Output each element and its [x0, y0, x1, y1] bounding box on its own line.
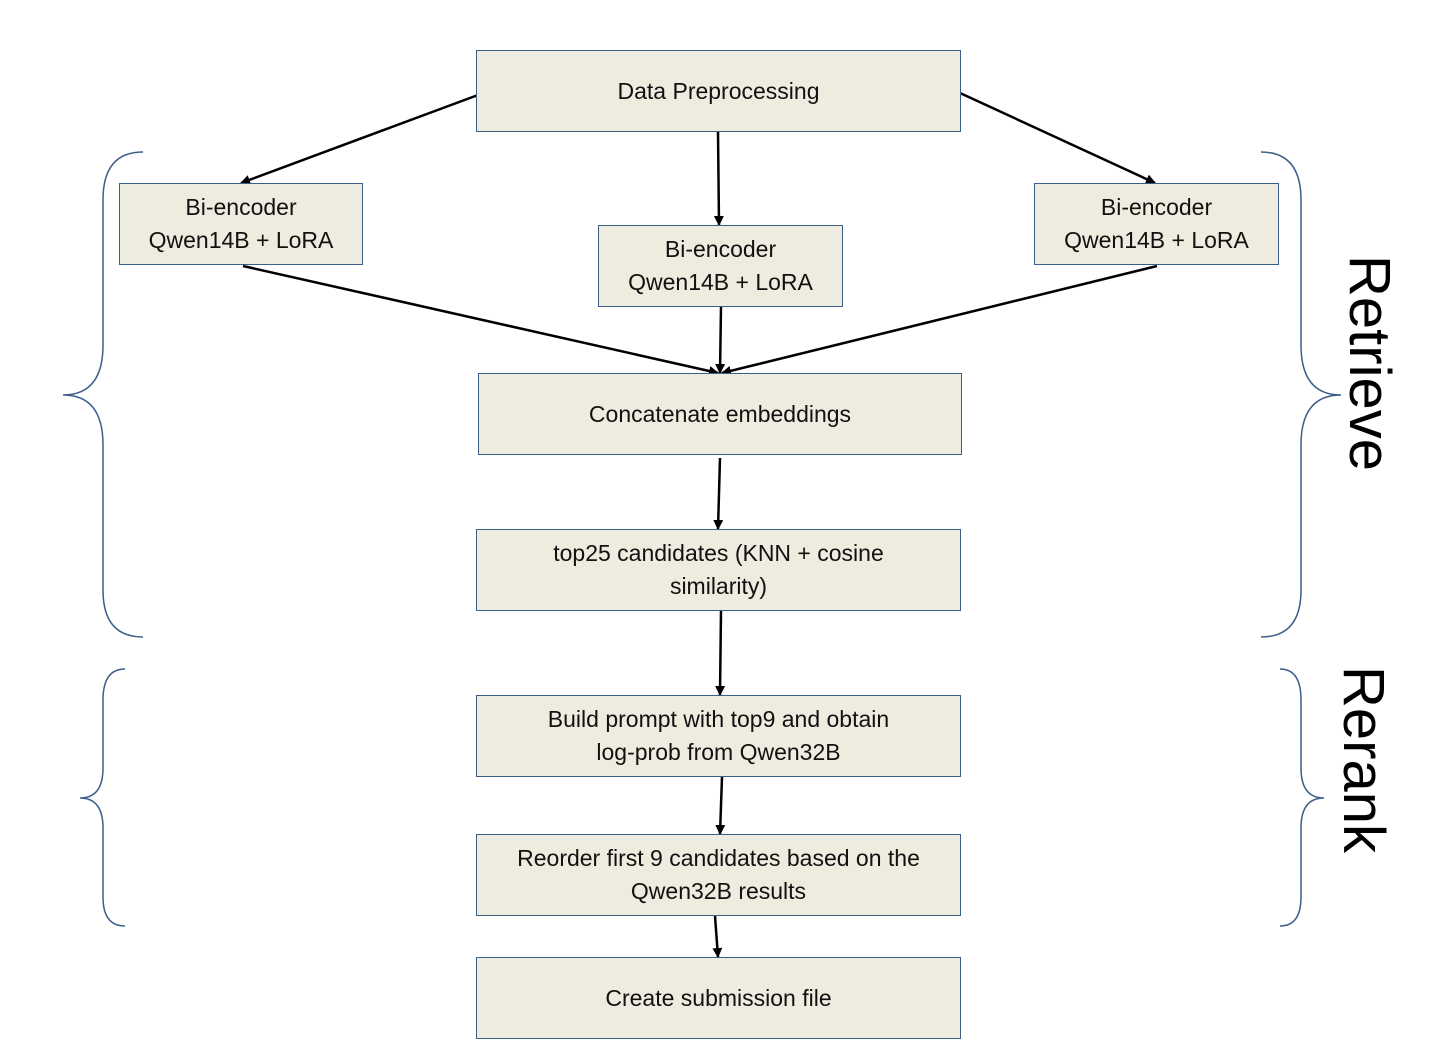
- node-line: Qwen14B + LoRA: [628, 269, 813, 295]
- node-bi-encoder-left: Bi-encoder Qwen14B + LoRA: [119, 183, 363, 265]
- node-concatenate-embeddings: Concatenate embeddings: [478, 373, 962, 455]
- stage-label-retrieve: Retrieve: [1337, 255, 1402, 471]
- arrow-mid-to-concat: [715, 306, 726, 374]
- arrow-preprocess-to-mid: [713, 131, 724, 226]
- arrow-top25-to-prompt: [715, 610, 726, 696]
- node-create-submission: Create submission file: [476, 957, 961, 1039]
- node-line: Concatenate embeddings: [588, 400, 852, 427]
- arrow-concat-to-top25: [713, 457, 724, 530]
- arrow-right-to-concat: [721, 264, 1158, 376]
- node-line: Qwen14B + LoRA: [148, 227, 334, 253]
- node-line: Qwen32B results: [630, 878, 807, 904]
- arrow-preprocess-to-left: [240, 93, 479, 185]
- node-line: Reorder first 9 candidates based on the: [517, 845, 920, 871]
- retrieve-left-brace: [62, 151, 144, 638]
- arrow-preprocess-to-right: [959, 91, 1156, 185]
- arrow-left-to-concat: [242, 264, 719, 376]
- retrieve-right-brace: [1260, 151, 1342, 638]
- node-line: similarity): [669, 573, 768, 599]
- node-line: Create submission file: [605, 984, 832, 1011]
- node-reorder-candidates: Reorder first 9 candidates based on the …: [476, 834, 961, 916]
- node-line: top25 candidates (KNN + cosine: [553, 540, 884, 566]
- stage-label-rerank: Rerank: [1331, 666, 1396, 853]
- node-line: Data Preprocessing: [617, 77, 820, 104]
- arrow-prompt-to-reorder: [715, 776, 726, 835]
- node-line: log-prob from Qwen32B: [596, 739, 841, 765]
- node-line: Bi-encoder: [664, 236, 777, 262]
- node-bi-encoder-mid: Bi-encoder Qwen14B + LoRA: [598, 225, 843, 307]
- node-data-preprocessing: Data Preprocessing: [476, 50, 961, 132]
- node-line: Build prompt with top9 and obtain: [547, 706, 890, 732]
- rerank-right-brace: [1279, 668, 1325, 927]
- node-bi-encoder-right: Bi-encoder Qwen14B + LoRA: [1034, 183, 1279, 265]
- node-line: Bi-encoder: [1100, 194, 1213, 220]
- node-line: Bi-encoder: [185, 194, 297, 220]
- arrow-reorder-to-submission: [712, 915, 723, 958]
- node-top25-candidates: top25 candidates (KNN + cosine similarit…: [476, 529, 961, 611]
- node-line: Qwen14B + LoRA: [1064, 227, 1249, 253]
- rerank-left-brace: [79, 668, 126, 927]
- node-build-prompt: Build prompt with top9 and obtain log-pr…: [476, 695, 961, 777]
